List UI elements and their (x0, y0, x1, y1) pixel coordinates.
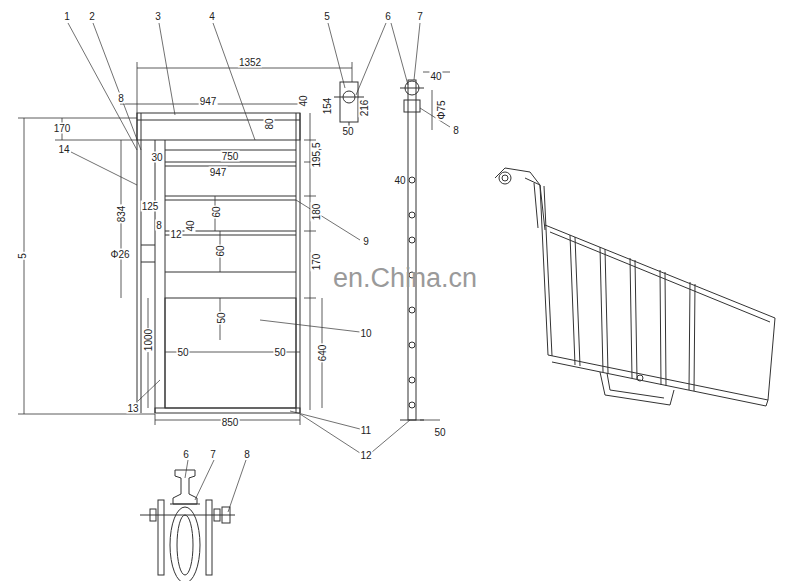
callout-number: 11 (360, 425, 372, 436)
dimension-text: 195,5 (311, 141, 322, 168)
dimension-text: 12 (169, 229, 182, 240)
dimension-text: 40 (393, 175, 406, 186)
dimension-text: 850 (221, 417, 240, 428)
dimension-text: 8 (155, 220, 163, 231)
dimension-text: 40 (429, 71, 442, 82)
callout-number: 8 (452, 125, 460, 136)
callout-number: 7 (209, 449, 217, 460)
dimension-text: 40 (185, 219, 196, 232)
dimension-text: 50 (433, 427, 446, 438)
dimension-text: 125 (141, 201, 160, 212)
watermark: en.China.cn (332, 263, 478, 293)
dimension-text: 750 (221, 151, 240, 162)
dimension-text: 640 (317, 344, 328, 363)
dimension-text: 80 (264, 117, 275, 130)
dimension-text: 50 (216, 311, 227, 324)
callout-number: 5 (323, 11, 331, 22)
dimension-text: 40 (298, 94, 309, 107)
callout-number: 8 (243, 449, 251, 460)
callout-number: 12 (359, 450, 372, 461)
dimension-text: 1352 (238, 57, 262, 68)
dimension-text: 834 (116, 205, 127, 224)
dimension-text: 947 (199, 96, 218, 107)
dimension-text: 50 (176, 347, 189, 358)
dimension-text: 180 (311, 203, 322, 222)
dimension-text: 5 (17, 252, 28, 260)
dimension-text: 216 (359, 99, 370, 118)
callout-number: 4 (208, 11, 216, 22)
dimension-text: 50 (273, 347, 286, 358)
dimension-text: 50 (341, 126, 354, 137)
callout-number: 6 (384, 11, 392, 22)
dimension-text: 154 (322, 97, 333, 116)
dimension-text: 60 (211, 205, 222, 218)
callout-number: 1 (63, 11, 71, 22)
callout-number: 3 (154, 11, 162, 22)
callout-number: 9 (362, 236, 370, 247)
callout-number: 14 (57, 144, 70, 155)
dimension-text: 8 (117, 93, 125, 104)
dimension-text: 170 (53, 123, 72, 134)
dimension-text: Φ26 (109, 249, 130, 260)
dimension-text: 170 (311, 253, 322, 272)
callout-number: 6 (182, 449, 190, 460)
dimension-text: 1000 (143, 328, 154, 352)
dimension-text: Φ75 (436, 99, 447, 120)
callout-number: 10 (359, 328, 372, 339)
dimension-text: 30 (150, 152, 163, 163)
dimension-text: 947 (209, 167, 228, 178)
callout-number: 2 (88, 11, 96, 22)
dimension-text: 60 (215, 244, 226, 257)
callout-number: 13 (126, 403, 139, 414)
callout-number: 7 (416, 11, 424, 22)
